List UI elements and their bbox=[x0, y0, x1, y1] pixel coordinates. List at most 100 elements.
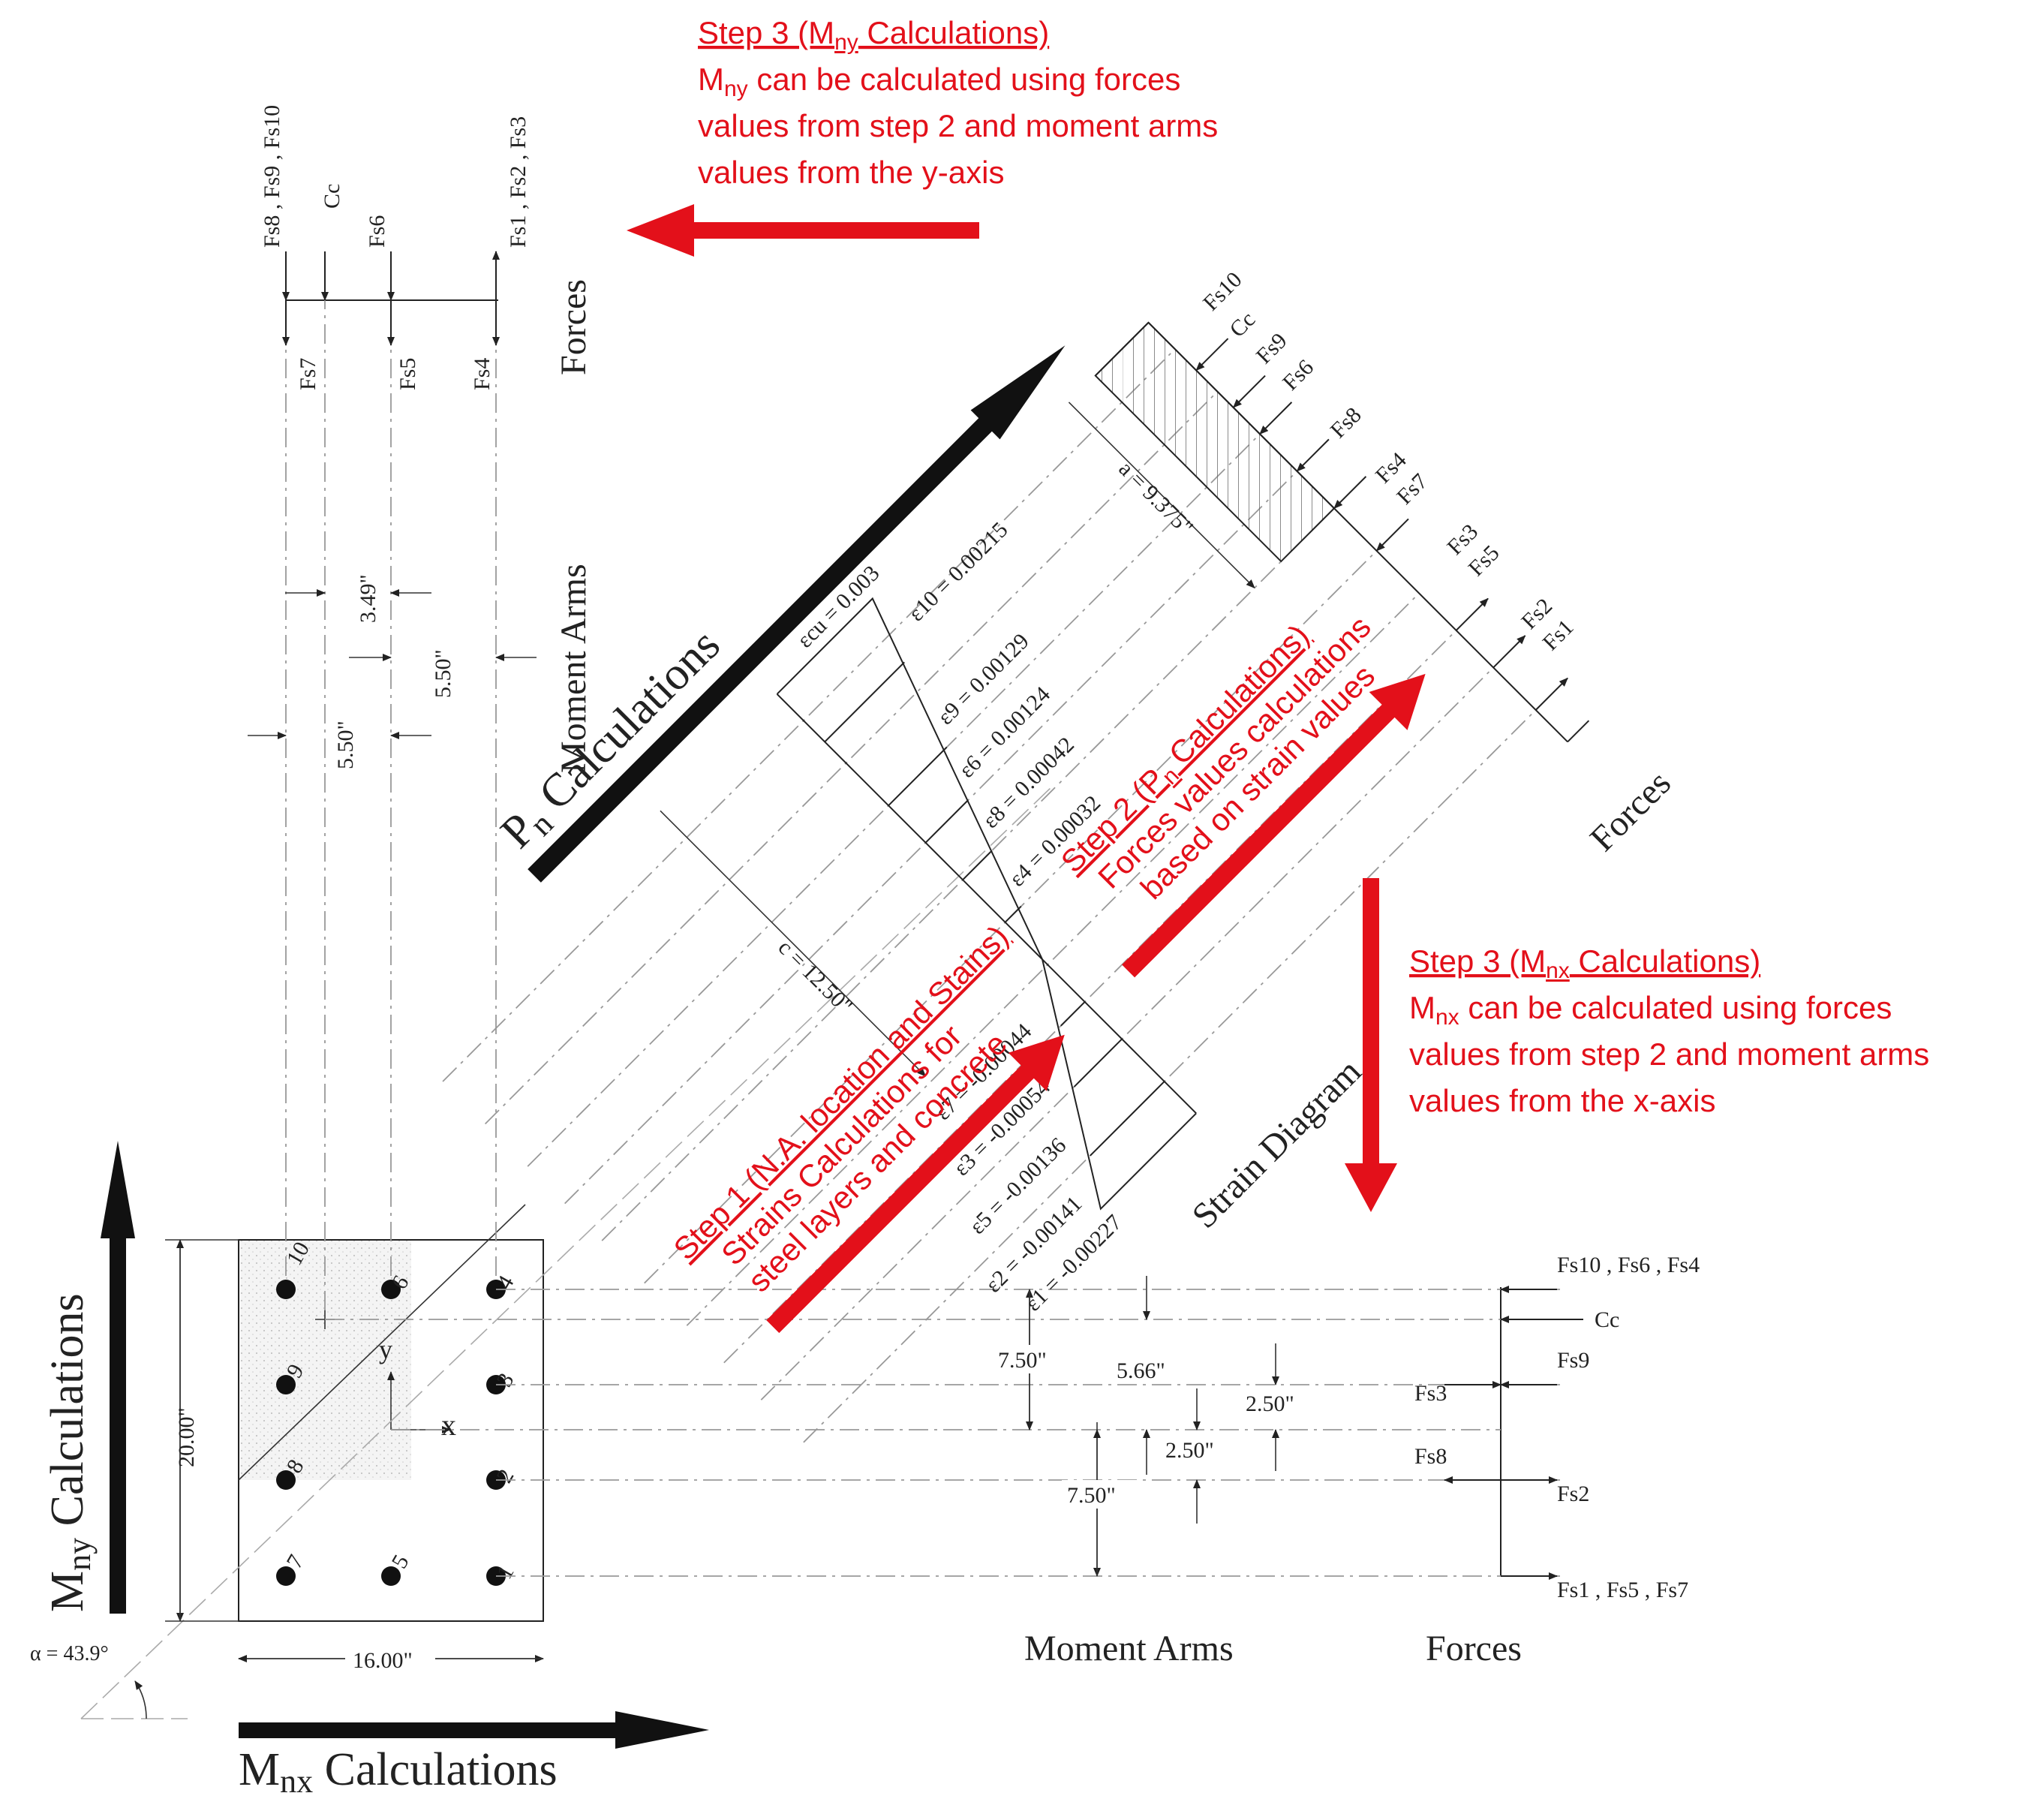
strain-diagram-label: Strain Diagram bbox=[1185, 1051, 1369, 1236]
block-force-label: Fs9 bbox=[1252, 328, 1292, 369]
block-force-label: Cc bbox=[1225, 307, 1260, 342]
mnx-arrow bbox=[239, 1711, 709, 1749]
step3-right-line: Mnx can be calculated using forces bbox=[1409, 990, 1892, 1030]
strain-layer bbox=[924, 799, 969, 844]
width-label-bg bbox=[345, 1644, 435, 1674]
moment-arms-label: Moment Arms bbox=[1024, 1629, 1234, 1668]
compression-boundary bbox=[238, 1204, 526, 1481]
force-label: Cc bbox=[320, 184, 344, 209]
forces-label: Forces bbox=[1426, 1629, 1522, 1668]
strain-profile bbox=[776, 597, 1197, 1211]
block-force-arrow bbox=[1296, 438, 1330, 472]
mny-title: Mny Calculations bbox=[42, 1293, 98, 1612]
step3-top: Step 3 (Mny Calculations) Mny can be cal… bbox=[627, 15, 1218, 257]
pn-title: Pn Calculations bbox=[491, 619, 732, 861]
stress-block-outline bbox=[1095, 322, 1150, 377]
block-force-arrow bbox=[1232, 375, 1266, 408]
forces-label: Forces bbox=[1583, 763, 1679, 859]
dimension-label: 2.50" bbox=[1246, 1391, 1294, 1416]
dimension-label: 7.50" bbox=[1067, 1483, 1116, 1508]
force-label: Fs6 bbox=[365, 215, 389, 248]
dimension-label: 7.50" bbox=[998, 1348, 1047, 1373]
strain-label: ε10 = 0.00215 bbox=[904, 517, 1013, 626]
strain-layer bbox=[1073, 1038, 1123, 1087]
dimension-label: 5.50" bbox=[333, 720, 358, 769]
rebar bbox=[276, 1470, 296, 1490]
force-label: Fs3 bbox=[1414, 1381, 1447, 1406]
cross-section: 10 6 4 9 3 8 2 7 5 1 x y 20.00" 16.00" bbox=[30, 787, 1051, 1719]
force-label: Fs1 , Fs5 , Fs7 bbox=[1557, 1578, 1688, 1602]
dimension-label: 2.50" bbox=[1165, 1438, 1214, 1463]
height-label: 20.00" bbox=[174, 1407, 199, 1467]
projection-line bbox=[686, 592, 1420, 1326]
step3-right-arrow bbox=[1345, 878, 1397, 1212]
rebar bbox=[381, 1280, 401, 1299]
strain-layer bbox=[1060, 1001, 1086, 1027]
right-force-diagram: Fs10 , Fs6 , Fs4 Cc Fs9 Fs3 Fs8 Fs2 Fs1 … bbox=[325, 1253, 1700, 1668]
block-force-arrow bbox=[1535, 677, 1568, 711]
width-label: 16.00" bbox=[353, 1648, 413, 1673]
rebar bbox=[276, 1280, 296, 1299]
step3-top-arrow bbox=[627, 204, 979, 257]
step3-top-title: Step 3 (Mny Calculations) bbox=[698, 15, 1049, 55]
step3-right: Step 3 (Mnx Calculations) Mnx can be cal… bbox=[1345, 878, 1929, 1212]
step3-right-line: values from step 2 and moment arms bbox=[1409, 1036, 1929, 1072]
strain-layer bbox=[1004, 905, 1022, 923]
force-label: Fs8 bbox=[1414, 1444, 1447, 1469]
block-force-arrow bbox=[1259, 402, 1293, 435]
force-label: Cc bbox=[1595, 1307, 1619, 1332]
block-force-arrow bbox=[1195, 338, 1229, 372]
pn-arrow bbox=[528, 345, 1066, 883]
moment-arms-label: Moment Arms bbox=[554, 564, 594, 773]
stress-block-outline bbox=[1147, 322, 1568, 743]
strain-layer bbox=[962, 850, 993, 880]
strain-envelope bbox=[776, 597, 1197, 1211]
block-force-label: Fs8 bbox=[1326, 402, 1366, 443]
alpha-label: α = 43.9° bbox=[30, 1642, 109, 1665]
x-axis-label: x bbox=[441, 1408, 456, 1442]
block-force-label: Fs10 bbox=[1198, 267, 1247, 316]
force-label: Fs9 bbox=[1557, 1348, 1589, 1373]
block-force-arrow bbox=[1375, 518, 1409, 552]
rebar bbox=[276, 1566, 296, 1586]
step3-right-line: values from the x-axis bbox=[1409, 1083, 1715, 1118]
rebar bbox=[381, 1566, 401, 1586]
c-dimension-label: c = 12.50" bbox=[774, 935, 858, 1019]
c-dimension bbox=[660, 810, 927, 1077]
dimension-label-bg bbox=[1062, 1480, 1137, 1509]
strain-layer bbox=[888, 746, 948, 806]
step3-top-line: values from step 2 and moment arms bbox=[698, 108, 1218, 143]
stress-block-outline bbox=[1567, 720, 1590, 743]
mnx-title: Mnx Calculations bbox=[239, 1744, 558, 1800]
step3-top-line: values from the y-axis bbox=[698, 155, 1004, 190]
force-label: Fs5 bbox=[395, 358, 420, 390]
strain-layer bbox=[1090, 1081, 1165, 1157]
force-label: Fs1 , Fs2 , Fs3 bbox=[506, 116, 531, 248]
block-force-arrow bbox=[1333, 476, 1367, 510]
mny-arrow bbox=[101, 1141, 135, 1614]
step3-top-line: Mny can be calculated using forces bbox=[698, 62, 1180, 101]
strain-layer bbox=[824, 661, 905, 743]
step1-line: Strains Calculations for bbox=[714, 1018, 969, 1272]
forces-label: Forces bbox=[554, 279, 594, 375]
step1-arrow bbox=[766, 1034, 1065, 1334]
a-dimension-label: a = 9.375" bbox=[1114, 456, 1198, 540]
block-force-label: Fs6 bbox=[1278, 355, 1318, 396]
block-force-arrow bbox=[1492, 635, 1526, 669]
force-label: Fs4 bbox=[470, 358, 494, 390]
step2-arrow bbox=[1122, 673, 1426, 978]
rebar bbox=[276, 1375, 296, 1394]
force-label: Fs7 bbox=[296, 358, 320, 390]
force-label: Fs10 , Fs6 , Fs4 bbox=[1557, 1253, 1700, 1277]
dimension-label-bg bbox=[994, 1345, 1069, 1373]
mny-axis: Mny Calculations bbox=[42, 1141, 135, 1614]
top-force-diagram: Fs8 , Fs9 , Fs10 Cc Fs6 Fs1 , Fs2 , Fs3 … bbox=[248, 105, 594, 1313]
dimension-label: 3.49" bbox=[356, 574, 380, 623]
neutral-axis bbox=[80, 787, 1051, 1719]
block-force-arrow bbox=[1455, 597, 1489, 631]
strain-reference-line bbox=[776, 693, 1197, 1115]
projection-line bbox=[760, 666, 1494, 1400]
dimension-label: 5.66" bbox=[1117, 1358, 1165, 1383]
mnx-axis: Mnx Calculations bbox=[239, 1711, 709, 1800]
